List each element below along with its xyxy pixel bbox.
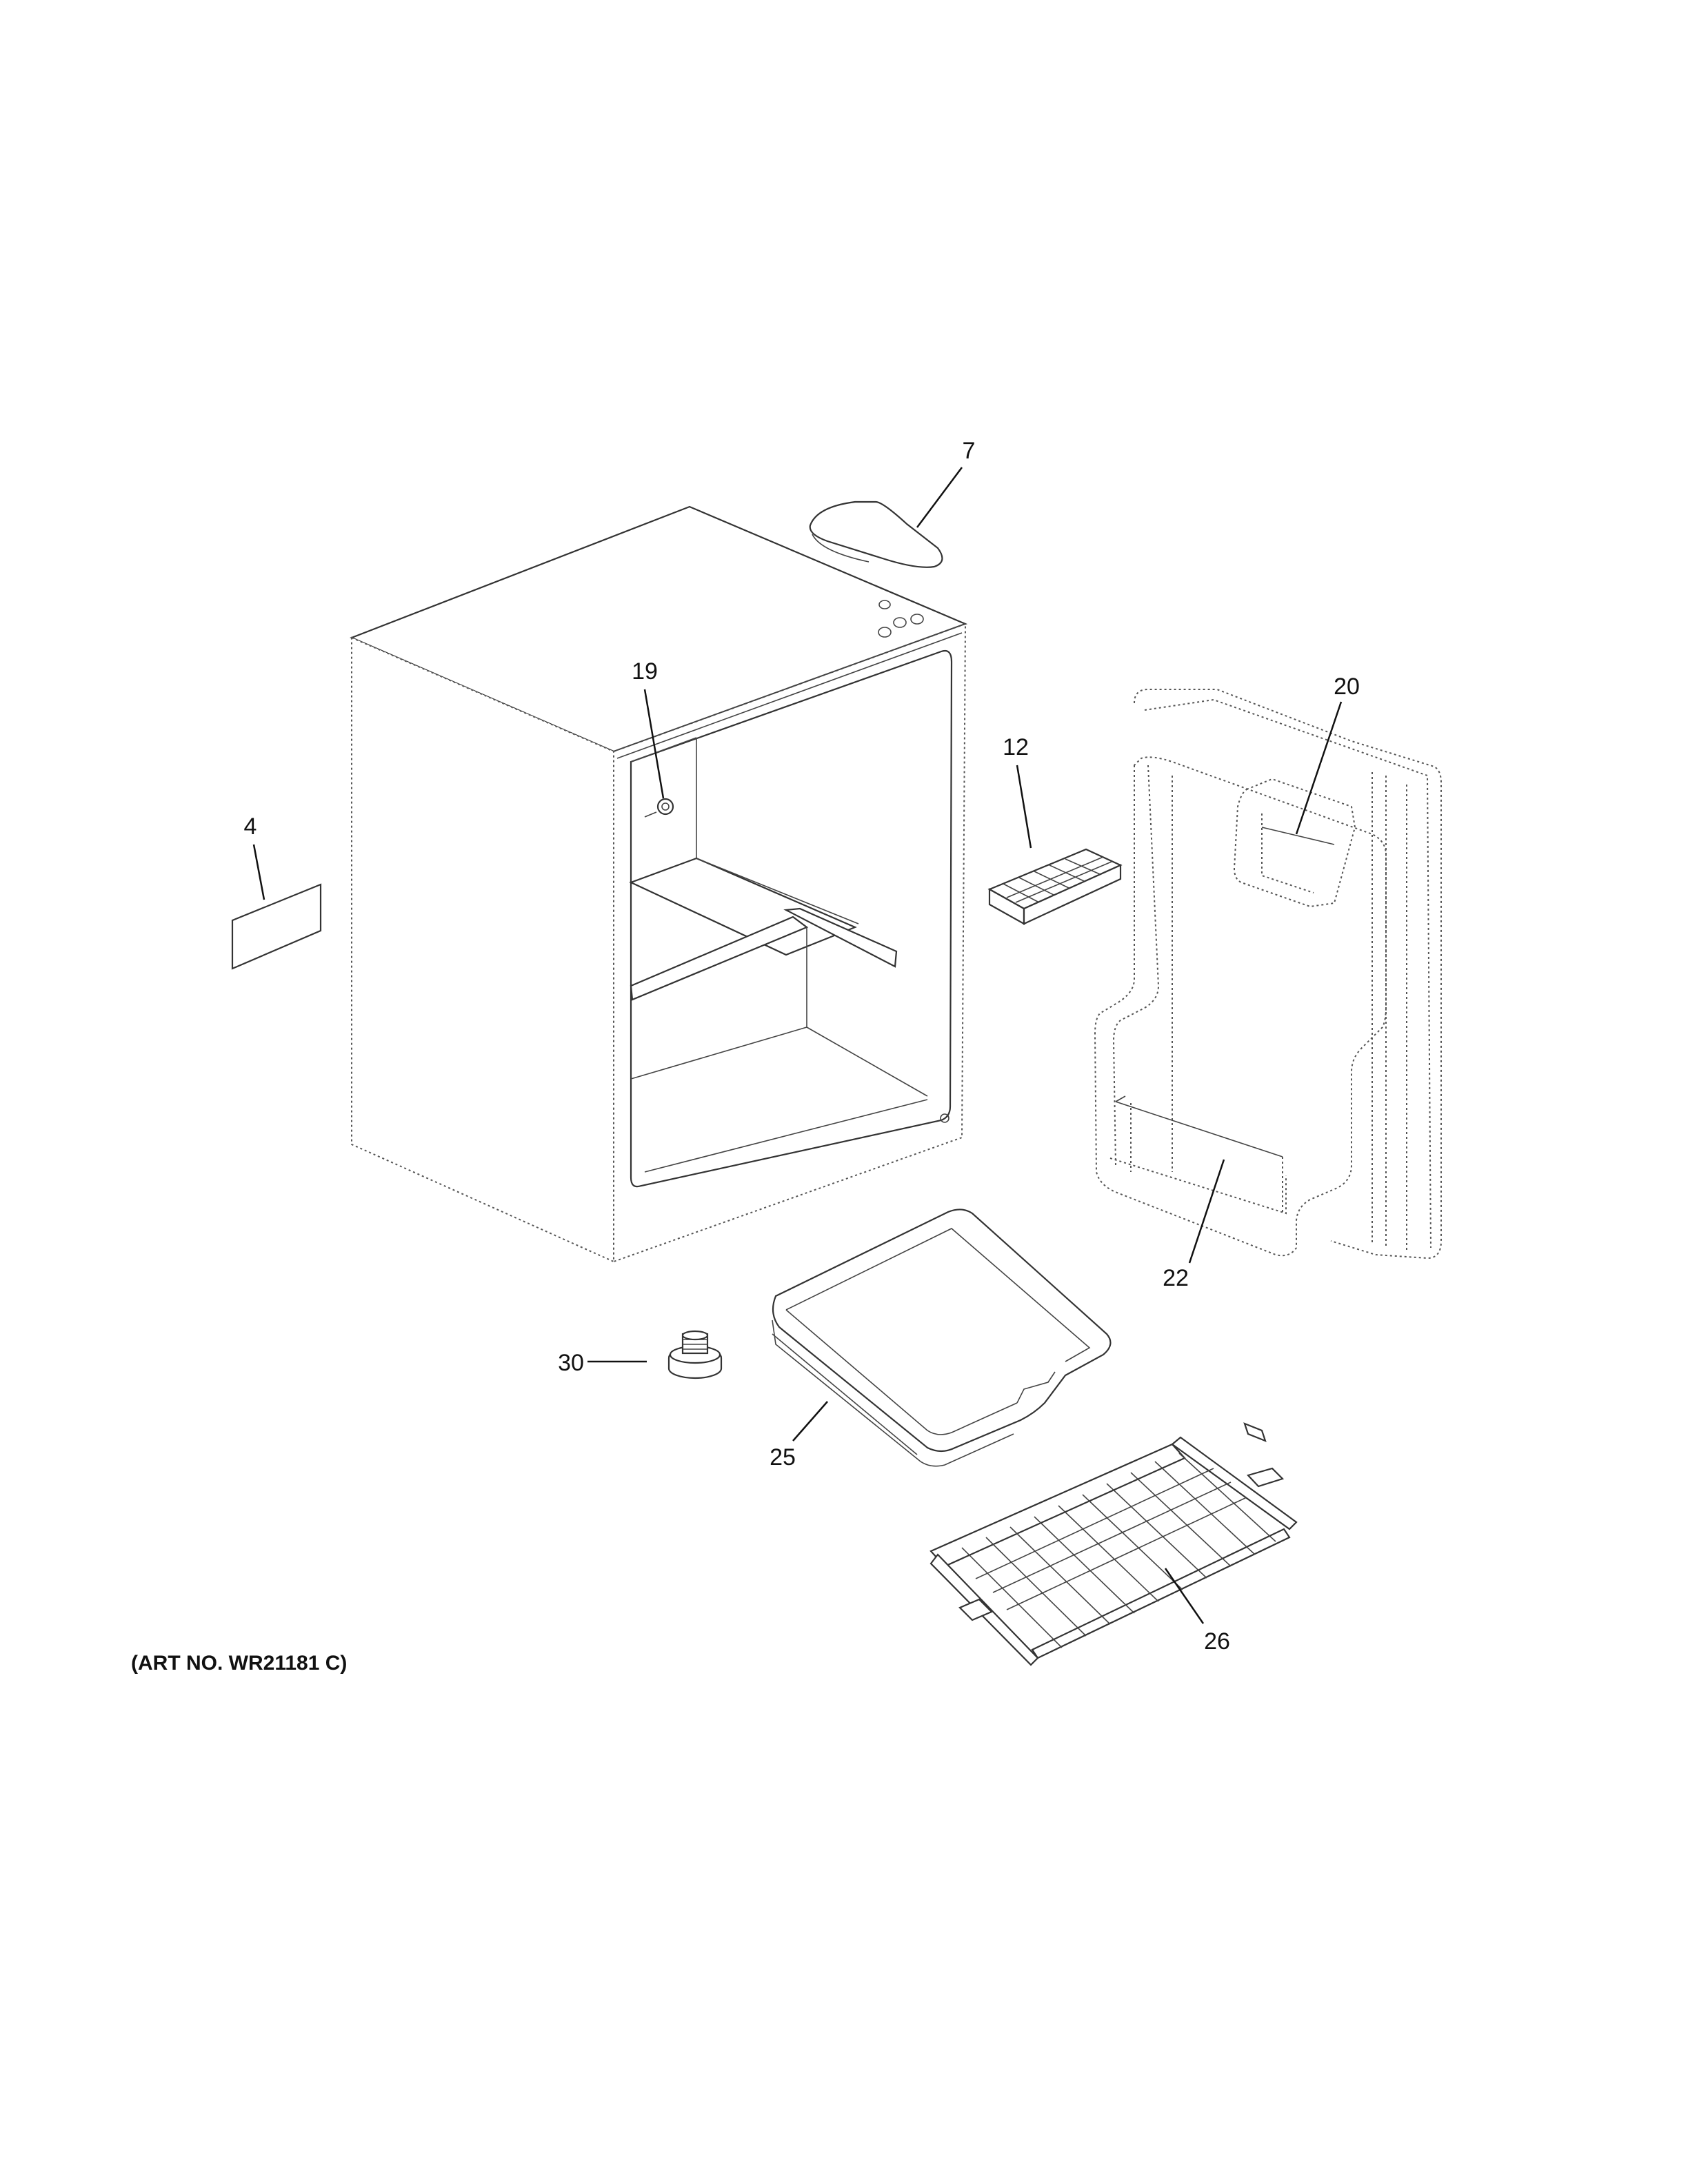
part-30-leveling-foot xyxy=(667,1330,723,1379)
leader-26 xyxy=(1164,1568,1205,1624)
cabinet xyxy=(350,505,968,1263)
callout-26: 26 xyxy=(1204,1628,1230,1655)
callout-7: 7 xyxy=(963,438,976,464)
callout-20: 20 xyxy=(1334,674,1360,700)
part-12-ice-tray xyxy=(987,848,1123,925)
leader-20 xyxy=(1295,701,1343,835)
leader-25 xyxy=(792,1401,828,1442)
leader-12 xyxy=(1016,765,1032,849)
callout-25: 25 xyxy=(770,1444,796,1470)
callout-19: 19 xyxy=(632,658,658,685)
part-7-hinge-cover xyxy=(809,501,943,568)
leader-19 xyxy=(643,689,665,799)
leader-22 xyxy=(1188,1159,1225,1264)
art-number: (ART NO. WR21181 C) xyxy=(131,1652,347,1675)
leader-4 xyxy=(252,844,265,900)
callout-22: 22 xyxy=(1163,1265,1189,1291)
callout-30: 30 xyxy=(558,1350,584,1376)
callout-12: 12 xyxy=(1003,734,1029,760)
part-4-label-plate xyxy=(231,883,322,970)
part-26-wire-rack xyxy=(930,1422,1298,1666)
callout-4: 4 xyxy=(244,813,257,840)
part-19-knob xyxy=(644,798,674,818)
door-liner xyxy=(1094,689,1442,1260)
leader-7 xyxy=(916,467,963,528)
part-25-drip-tray xyxy=(772,1209,1112,1467)
